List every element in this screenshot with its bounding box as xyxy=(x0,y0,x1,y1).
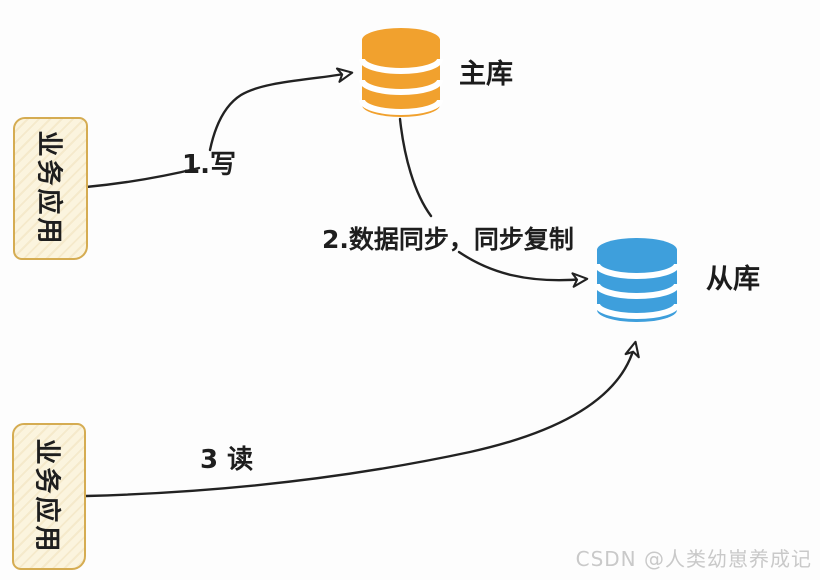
db-stripe xyxy=(359,79,443,95)
master-db-icon xyxy=(359,28,443,117)
app-node-label: 业务应用 xyxy=(33,130,64,247)
app-node-bottom: 业务应用 xyxy=(12,423,86,570)
db-body xyxy=(597,238,677,322)
sync-arrow-head-segment xyxy=(457,250,589,288)
read-edge-label: 3 读 xyxy=(200,445,254,475)
write-arrow xyxy=(84,67,354,189)
sync-arrow xyxy=(398,117,589,288)
sync-edge-label: 2.数据同步，同步复制 xyxy=(322,225,574,254)
db-stripe xyxy=(359,58,443,74)
db-stripe xyxy=(359,99,443,115)
app-node-top: 业务应用 xyxy=(13,117,88,260)
db-stripe xyxy=(594,303,680,319)
slave-db-label: 从库 xyxy=(706,264,760,295)
write-arrow-head-segment xyxy=(208,67,354,152)
read-arrow xyxy=(84,340,640,498)
master-db-label: 主库 xyxy=(459,59,513,90)
db-stripe xyxy=(594,283,680,299)
sync-arrow-tail xyxy=(398,117,433,218)
write-arrow-tail xyxy=(84,166,201,189)
app-node-label: 业务应用 xyxy=(31,438,62,555)
write-edge-label: 1.写 xyxy=(182,150,236,180)
db-stripe xyxy=(594,263,680,279)
slave-db-icon xyxy=(594,238,680,322)
watermark-text: CSDN @人类幼崽养成记 xyxy=(575,547,812,571)
